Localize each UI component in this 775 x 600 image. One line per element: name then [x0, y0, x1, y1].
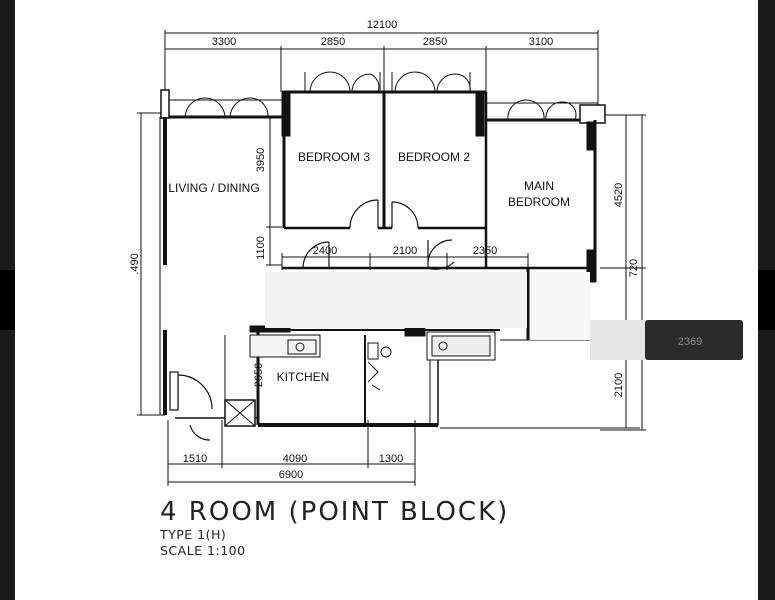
plan-scale: SCALE 1:100 [160, 543, 246, 558]
dim-right-upper: 4520 [613, 183, 625, 207]
dim-corridor-height: 1100 [255, 236, 267, 260]
dim-bedroom-height: 3950 [255, 148, 267, 172]
dim-corridor-1: 2400 [313, 245, 337, 257]
walls [159, 89, 640, 429]
dim-corridor-2: 2100 [393, 245, 417, 257]
dim-top-total: 12100 [367, 19, 398, 31]
dim-bottom-3: 1300 [379, 453, 403, 465]
blurred-overlay-2 [530, 272, 590, 340]
right-photo-edge [758, 270, 775, 330]
dim-right-mid: 720 [628, 259, 640, 277]
room-bedroom-3: BEDROOM 3 [298, 150, 370, 164]
dim-top-1: 3300 [212, 36, 236, 48]
dim-top-4: 3100 [529, 36, 553, 48]
floor-plan-sheet: 12100 3300 2850 2850 3100 .490 3950 1100… [15, 0, 758, 600]
dim-corridor-3: 2350 [473, 245, 497, 257]
dim-label-right: 2369 [678, 336, 702, 348]
plan-type: TYPE 1(H) [160, 527, 227, 542]
dim-kitchen-depth: 2650 [253, 363, 265, 387]
dim-bottom-1: 1510 [183, 453, 207, 465]
plan-title: 4 ROOM (POINT BLOCK) [160, 497, 510, 527]
doors [169, 199, 455, 441]
dim-bottom-2: 4090 [283, 453, 307, 465]
dim-right-lower: 2100 [613, 373, 625, 397]
room-living-dining: LIVING / DINING [168, 181, 259, 195]
dim-top-2: 2850 [321, 36, 345, 48]
windows [184, 71, 577, 121]
left-photo-edge [0, 270, 15, 330]
kitchen-fixtures [249, 331, 496, 391]
room-kitchen: KITCHEN [277, 370, 330, 384]
room-bedroom-2: BEDROOM 2 [398, 150, 470, 164]
dim-bottom-total: 6900 [279, 469, 303, 481]
dark-label-patch [645, 320, 743, 360]
dim-top-3: 2850 [423, 36, 447, 48]
room-main-bedroom-line1: MAIN [524, 179, 554, 193]
blurred-overlay-3 [590, 320, 645, 360]
dim-left-height: .490 [129, 253, 141, 274]
room-main-bedroom-line2: BEDROOM [508, 195, 570, 209]
blurred-overlay [265, 272, 527, 328]
floor-plan-drawing: 12100 3300 2850 2850 3100 .490 3950 1100… [129, 19, 743, 486]
